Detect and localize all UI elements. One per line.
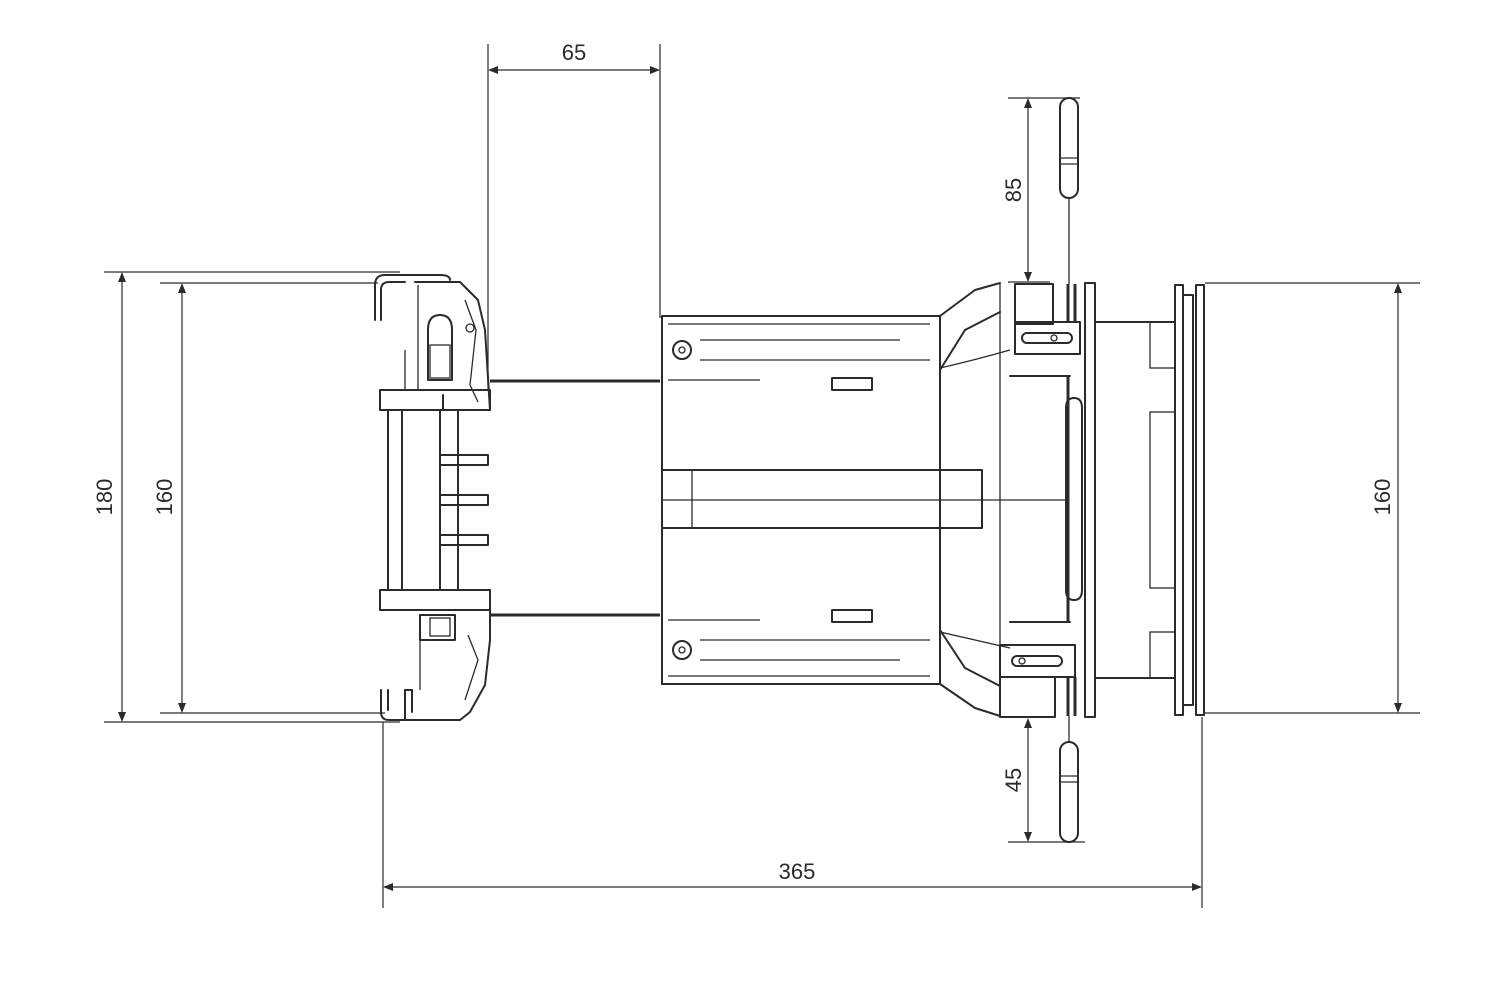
lower-latch	[999, 644, 1077, 718]
dimension-160-right: 160	[1205, 282, 1420, 714]
dimension-label-160-left: 160	[152, 479, 177, 516]
main-tube	[661, 315, 1065, 685]
dimension-label-45: 45	[1001, 768, 1026, 792]
dimension-365: 365	[382, 717, 1203, 908]
collar	[939, 282, 1071, 717]
flange-plates	[1084, 282, 1205, 718]
dimension-label-160-right: 160	[1370, 479, 1395, 516]
left-clamp-assembly	[374, 274, 491, 721]
dimension-label-85: 85	[1001, 178, 1026, 202]
connecting-rods	[490, 379, 660, 617]
upper-spring-pull	[1059, 97, 1079, 284]
dimension-label-180: 180	[92, 479, 117, 516]
dimension-65: 65	[487, 40, 661, 390]
dimension-160-left: 160	[152, 282, 385, 714]
upper-latch	[1014, 283, 1081, 355]
dimension-45: 45	[1001, 718, 1085, 843]
dimension-label-65: 65	[562, 40, 586, 65]
dimension-label-365: 365	[779, 859, 816, 884]
dimension-85: 85	[1001, 97, 1080, 283]
spring-band	[1065, 376, 1083, 622]
dimension-180: 180	[92, 271, 400, 723]
lower-spring-pull	[1059, 716, 1079, 843]
